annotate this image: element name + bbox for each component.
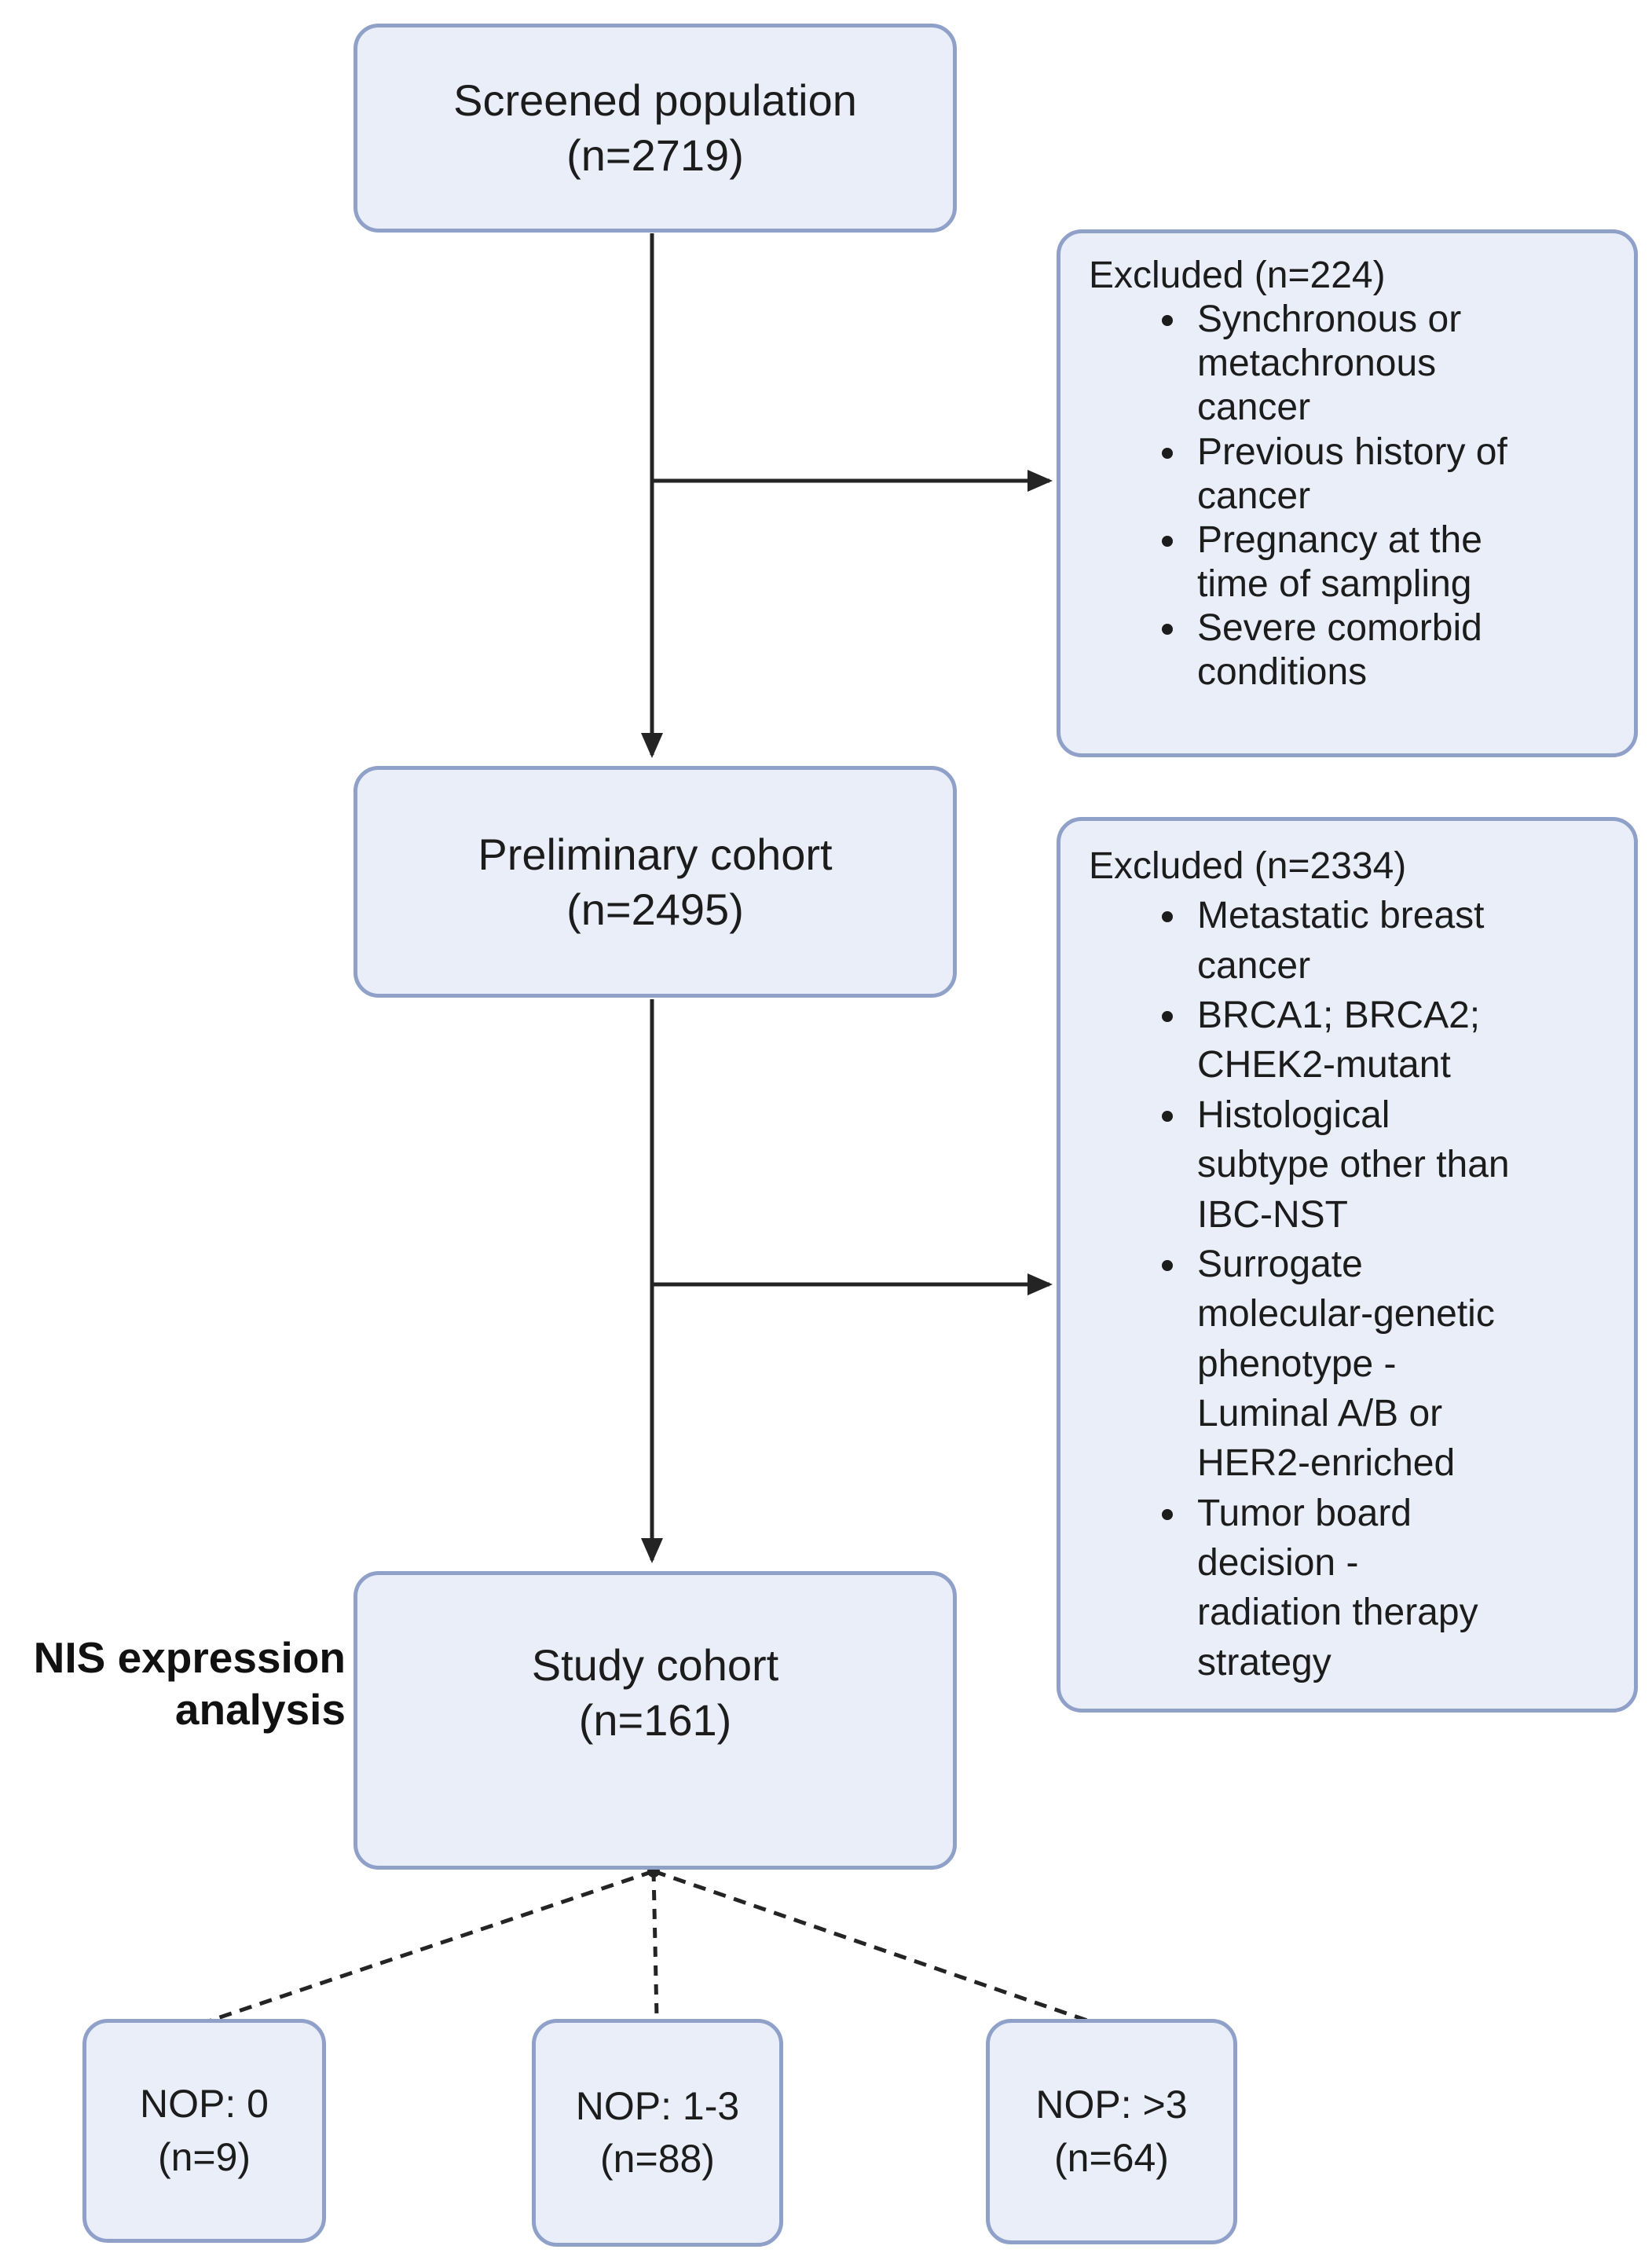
exclusion-criterion-item: Synchronous or metachronous cancer [1189, 298, 1615, 430]
nop-gt3-label: NOP: >3 [1035, 2083, 1188, 2127]
exclusion-criterion-item: Surrogate molecular-genetic phenotype - … [1189, 1240, 1615, 1489]
screened-population-count: (n=2719) [566, 130, 744, 180]
study-cohort-box: Study cohort (n=161) [353, 1571, 957, 1870]
dashed-line-to-nop-0 [210, 1869, 654, 2023]
screened-population-box: Screened population (n=2719) [353, 24, 957, 233]
exclusion-criterion-item: Pregnancy at the time of sampling [1189, 518, 1615, 606]
study-cohort-label: Study cohort [531, 1640, 779, 1690]
preliminary-cohort-count: (n=2495) [566, 884, 744, 934]
study-cohort-count: (n=161) [578, 1695, 732, 1745]
exclusion-criterion-item: Severe comorbid conditions [1189, 606, 1615, 694]
nis-label-line2: analysis [174, 1685, 346, 1734]
excluded-2334-box: Excluded (n=2334) Metastatic breast canc… [1057, 817, 1638, 1713]
exclusion-criterion-item: Tumor board decision - radiation therapy… [1189, 1489, 1615, 1687]
preliminary-cohort-box: Preliminary cohort (n=2495) [353, 766, 957, 998]
excluded-224-title: Excluded (n=224) [1089, 255, 1386, 296]
exclusion-criterion-item: Histological subtype other than IBC-NST [1189, 1090, 1615, 1240]
nis-expression-analysis-label: NIS expression analysis [0, 1632, 346, 1735]
nop-1-3-label: NOP: 1-3 [575, 2083, 740, 2128]
exclusion-criterion-item: BRCA1; BRCA2; CHEK2-mutant [1189, 991, 1615, 1090]
dashed-line-to-nop-gt3 [653, 1869, 1088, 2023]
nop-1-3-box: NOP: 1-3 (n=88) [532, 2019, 783, 2247]
nop-0-box: NOP: 0 (n=9) [82, 2019, 326, 2243]
nis-label-line1: NIS expression [33, 1633, 346, 1682]
excluded-2334-title: Excluded (n=2334) [1089, 845, 1407, 887]
excluded-2334-list: Metastatic breast cancerBRCA1; BRCA2; CH… [1089, 891, 1615, 1687]
screened-population-label: Screened population [453, 75, 857, 125]
preliminary-cohort-label: Preliminary cohort [478, 829, 833, 879]
nop-0-count: (n=9) [157, 2134, 251, 2179]
exclusion-criterion-item: Previous history of cancer [1189, 430, 1615, 518]
nop-gt3-count: (n=64) [1054, 2135, 1169, 2180]
exclusion-criterion-item: Metastatic breast cancer [1189, 891, 1615, 991]
nop-0-label: NOP: 0 [140, 2082, 269, 2126]
dashed-line-to-nop-1-3 [651, 1870, 659, 2018]
nop-1-3-count: (n=88) [600, 2137, 715, 2181]
nop-gt3-box: NOP: >3 (n=64) [986, 2019, 1237, 2244]
excluded-224-box: Excluded (n=224) Synchronous or metachro… [1057, 229, 1638, 757]
excluded-224-list: Synchronous or metachronous cancerPrevio… [1089, 298, 1615, 694]
